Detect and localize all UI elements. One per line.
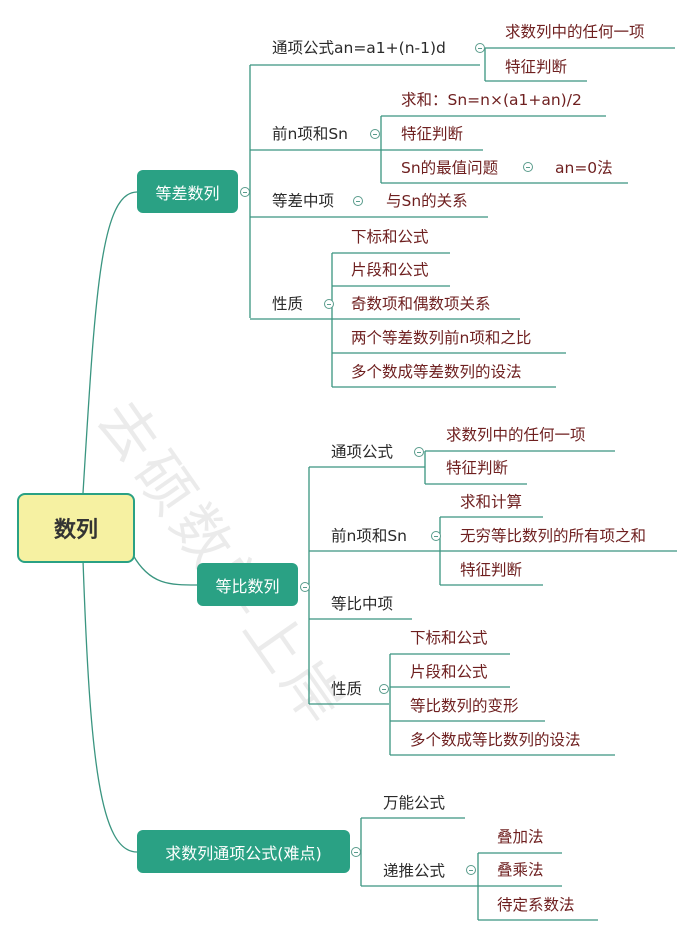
leaf[interactable]: 特征判断 [401, 125, 464, 143]
leaf[interactable]: 求数列中的任何一项 [446, 426, 586, 444]
collapse-icon[interactable] [300, 582, 310, 592]
leaf[interactable]: 无穷等比数列的所有项之和 [460, 527, 647, 545]
leaf[interactable]: 奇数项和偶数项关系 [351, 295, 491, 313]
leaf[interactable]: 片段和公式 [410, 663, 488, 681]
collapse-icon[interactable] [370, 129, 380, 139]
leaf[interactable]: 两个等差数列前n项和之比 [351, 329, 532, 347]
leaf[interactable]: 叠乘法 [497, 861, 544, 879]
branch-arithmetic[interactable]: 等差数列 [137, 170, 238, 213]
leaf[interactable]: 求和计算 [460, 493, 523, 511]
leaf[interactable]: 多个数成等差数列的设法 [351, 363, 522, 381]
universal-formula[interactable]: 万能公式 [383, 794, 446, 812]
geo-general-term[interactable]: 通项公式 [331, 443, 394, 461]
geo-props[interactable]: 性质 [331, 680, 363, 698]
branch-geometric[interactable]: 等比数列 [197, 563, 298, 606]
root-node[interactable]: 数列 [17, 493, 135, 563]
collapse-icon[interactable] [414, 447, 424, 457]
collapse-icon[interactable] [475, 43, 485, 53]
leaf[interactable]: 特征判断 [460, 561, 523, 579]
collapse-icon[interactable] [466, 865, 476, 875]
collapse-icon[interactable] [523, 162, 533, 172]
collapse-icon[interactable] [351, 847, 361, 857]
leaf[interactable]: 特征判断 [505, 58, 568, 76]
leaf[interactable]: 待定系数法 [497, 896, 575, 914]
collapse-icon[interactable] [240, 187, 250, 197]
leaf[interactable]: 特征判断 [446, 459, 509, 477]
arith-props[interactable]: 性质 [272, 295, 304, 313]
leaf[interactable]: 求数列中的任何一项 [505, 23, 645, 41]
collapse-icon[interactable] [324, 299, 334, 309]
branch-general-formula[interactable]: 求数列通项公式(难点) [137, 830, 350, 873]
leaf[interactable]: 与Sn的关系 [386, 192, 468, 210]
leaf[interactable]: 下标和公式 [410, 629, 488, 647]
collapse-icon[interactable] [431, 531, 441, 541]
arith-sum[interactable]: 前n项和Sn [272, 125, 348, 143]
leaf[interactable]: Sn的最值问题 [401, 159, 499, 177]
leaf[interactable]: 下标和公式 [351, 228, 429, 246]
arith-general-term[interactable]: 通项公式an=a1+(n-1)d [272, 39, 446, 57]
leaf[interactable]: 片段和公式 [351, 261, 429, 279]
leaf[interactable]: an=0法 [555, 159, 613, 177]
geo-sum[interactable]: 前n项和Sn [331, 527, 407, 545]
leaf[interactable]: 多个数成等比数列的设法 [410, 731, 581, 749]
arith-middle[interactable]: 等差中项 [272, 192, 335, 210]
leaf[interactable]: 叠加法 [497, 828, 544, 846]
leaf[interactable]: 等比数列的变形 [410, 697, 519, 715]
geo-middle[interactable]: 等比中项 [331, 595, 394, 613]
leaf[interactable]: 求和：Sn=n×(a1+an)/2 [401, 91, 582, 109]
collapse-icon[interactable] [379, 684, 389, 694]
collapse-icon[interactable] [353, 196, 363, 206]
recursive-formula[interactable]: 递推公式 [383, 862, 446, 880]
